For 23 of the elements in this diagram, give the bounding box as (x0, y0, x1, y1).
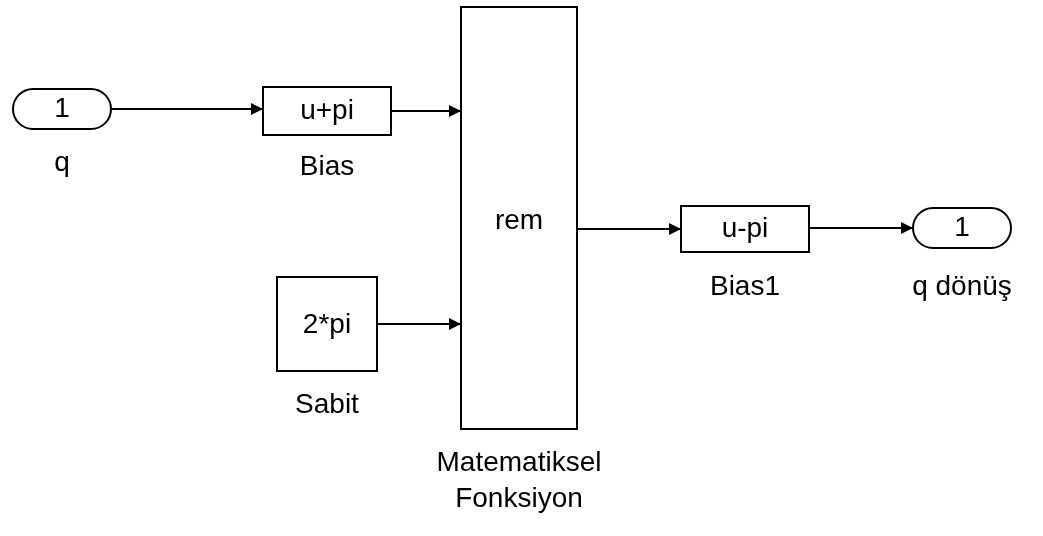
block-expression: 2*pi (302, 308, 352, 341)
block-name: Sabit (294, 387, 360, 421)
block-expression: u-pi (721, 212, 769, 245)
function-block (460, 6, 578, 430)
signal-arrow (391, 105, 461, 117)
function-block (262, 86, 392, 136)
signal-arrow (577, 223, 681, 235)
block-expression: rem (494, 204, 544, 237)
block-name: Bias1 (708, 269, 781, 303)
block-name: Bias (298, 149, 356, 183)
port-block (12, 88, 112, 130)
port-block (912, 207, 1012, 249)
signal-arrow (111, 103, 263, 115)
block-expression: u+pi (300, 94, 354, 127)
signal-arrow (377, 318, 461, 330)
function-block (680, 205, 810, 253)
block-expression: 1 (54, 92, 70, 125)
block-name: q (53, 145, 71, 179)
block-expression: 1 (954, 211, 970, 244)
function-block (276, 276, 378, 372)
block-name: Matematiksel Fonksiyon (435, 445, 603, 516)
signal-arrow (809, 222, 913, 234)
block-name: q dönüş (911, 269, 1013, 303)
